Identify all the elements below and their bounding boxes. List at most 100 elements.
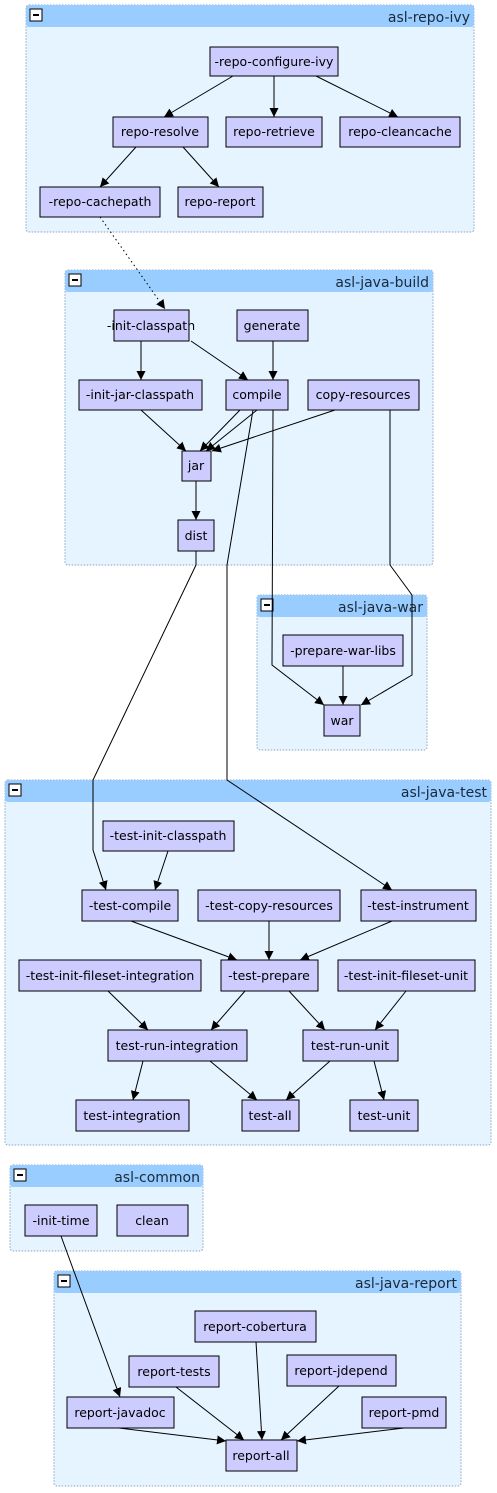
edge xyxy=(299,920,393,961)
edge xyxy=(374,990,407,1031)
node-test-init-classpath[interactable]: -test-init-classpath xyxy=(102,820,235,852)
edge xyxy=(163,75,234,118)
node-label: -prepare-war-libs xyxy=(290,643,396,658)
edge xyxy=(280,1385,340,1441)
node-test-integration[interactable]: test-integration xyxy=(75,1099,190,1132)
node-repo-retrieve[interactable]: repo-retrieve xyxy=(225,116,323,148)
node-test-instrument[interactable]: -test-instrument xyxy=(360,889,477,922)
node-generate[interactable]: generate xyxy=(236,309,309,342)
node-label: clean xyxy=(135,1213,169,1228)
collapse-icon[interactable] xyxy=(260,598,274,612)
edge xyxy=(373,1060,387,1101)
collapse-icon[interactable] xyxy=(57,1274,71,1288)
node-label: report-cobertura xyxy=(203,1319,307,1334)
node-test-init-fileset-integration[interactable]: -test-init-fileset-integration xyxy=(18,959,202,992)
cluster-title: asl-java-test xyxy=(401,785,488,801)
node-war[interactable]: war xyxy=(323,704,361,737)
edge xyxy=(153,850,169,891)
node-label: report-tests xyxy=(137,1364,210,1379)
node-test-run-integration[interactable]: test-run-integration xyxy=(107,1029,248,1062)
node-test-compile[interactable]: -test-compile xyxy=(81,889,179,922)
edge xyxy=(296,1427,405,1445)
node-label: test-integration xyxy=(83,1108,180,1123)
edge xyxy=(209,1060,258,1101)
node-test-copy-resources[interactable]: -test-copy-resources xyxy=(197,889,341,922)
node-test-unit[interactable]: test-unit xyxy=(349,1099,419,1132)
cluster-title: asl-java-build xyxy=(335,275,429,291)
node-report-cobertura[interactable]: report-cobertura xyxy=(194,1310,317,1343)
node-label: report-all xyxy=(232,1448,289,1463)
cluster-asl-java-war: asl-java-war xyxy=(256,594,428,751)
cluster-title: asl-repo-ivy xyxy=(388,10,470,26)
node-compile[interactable]: compile xyxy=(225,379,289,411)
node-repo-report[interactable]: repo-report xyxy=(177,186,264,218)
node-repo-configure-ivy[interactable]: -repo-configure-ivy xyxy=(209,46,339,77)
edges xyxy=(60,75,413,1445)
edge xyxy=(360,410,413,706)
node-repo-resolve[interactable]: repo-resolve xyxy=(112,116,209,148)
edge xyxy=(210,990,246,1031)
edge xyxy=(118,1427,227,1445)
node-report-tests[interactable]: report-tests xyxy=(128,1355,220,1388)
edge xyxy=(92,551,197,891)
edge xyxy=(285,1060,331,1101)
node-label: -init-classpath xyxy=(107,318,195,333)
node-label: -test-compile xyxy=(89,898,172,913)
edge xyxy=(271,409,325,706)
edge xyxy=(255,1341,266,1441)
node-label: test-run-integration xyxy=(116,1038,239,1053)
node-test-all[interactable]: test-all xyxy=(241,1099,300,1132)
node-label: report-pmd xyxy=(369,1405,440,1420)
node-label: -test-prepare xyxy=(228,968,310,983)
edge xyxy=(130,920,238,962)
cluster-title: asl-common xyxy=(114,1170,200,1186)
node-test-run-unit[interactable]: test-run-unit xyxy=(302,1029,399,1062)
node-jar[interactable]: jar xyxy=(181,450,212,482)
node-report-pmd[interactable]: report-pmd xyxy=(361,1396,447,1429)
node-label: -test-copy-resources xyxy=(205,898,333,913)
node-label: test-unit xyxy=(358,1108,411,1123)
node-clean[interactable]: clean xyxy=(116,1204,189,1237)
node-label: dist xyxy=(185,528,208,543)
collapse-icon[interactable] xyxy=(68,273,82,287)
collapse-icon[interactable] xyxy=(8,783,22,797)
node-label: compile xyxy=(232,387,282,402)
cluster-title: asl-java-war xyxy=(338,600,423,616)
node-label: -repo-configure-ivy xyxy=(215,54,334,69)
node-repo-cachepath[interactable]: -repo-cachepath xyxy=(39,186,161,218)
node-label: -init-jar-classpath xyxy=(86,387,194,402)
cluster-asl-java-build: asl-java-build xyxy=(64,269,434,566)
edge xyxy=(130,1060,144,1101)
node-init-classpath[interactable]: -init-classpath xyxy=(107,309,195,342)
node-init-time[interactable]: -init-time xyxy=(24,1204,98,1237)
node-report-jdepend[interactable]: report-jdepend xyxy=(286,1354,397,1387)
node-copy-resources[interactable]: copy-resources xyxy=(307,379,420,411)
node-test-prepare[interactable]: -test-prepare xyxy=(220,959,319,992)
node-dist[interactable]: dist xyxy=(177,519,215,552)
edge xyxy=(288,990,326,1031)
edge xyxy=(190,340,249,381)
collapse-icon[interactable] xyxy=(29,8,43,22)
node-label: generate xyxy=(244,318,301,333)
node-report-javadoc[interactable]: report-javadoc xyxy=(66,1396,175,1429)
nodes: -repo-configure-ivy repo-resolve repo-re… xyxy=(18,46,477,1472)
node-report-all[interactable]: report-all xyxy=(225,1439,298,1472)
node-label: report-jdepend xyxy=(294,1363,387,1378)
edge xyxy=(315,75,399,118)
cluster-title: asl-java-report xyxy=(355,1276,457,1292)
collapse-icon[interactable] xyxy=(13,1168,27,1182)
edge xyxy=(226,409,393,891)
edge xyxy=(175,1386,245,1441)
node-label: jar xyxy=(187,458,205,473)
node-repo-cleancache[interactable]: repo-cleancache xyxy=(339,116,461,148)
node-label: -init-time xyxy=(32,1213,89,1228)
node-label: report-javadoc xyxy=(74,1405,165,1420)
node-label: test-all xyxy=(248,1108,291,1123)
node-label: -test-init-fileset-integration xyxy=(26,968,195,983)
node-init-jar-classpath[interactable]: -init-jar-classpath xyxy=(78,379,203,411)
node-test-init-fileset-unit[interactable]: -test-init-fileset-unit xyxy=(337,959,476,992)
node-label: repo-resolve xyxy=(121,124,199,139)
node-label: test-run-unit xyxy=(311,1038,389,1053)
node-prepare-war-libs[interactable]: -prepare-war-libs xyxy=(282,634,404,667)
